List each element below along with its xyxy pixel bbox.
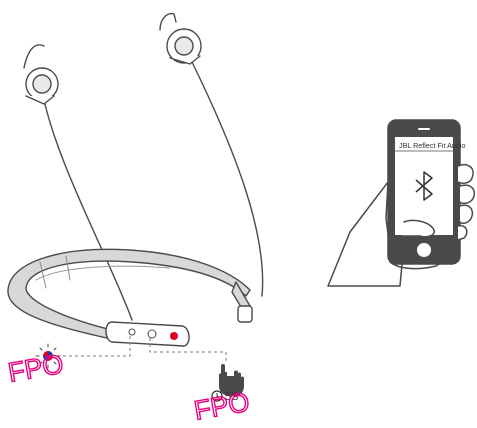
hand-finger-4 (457, 224, 468, 241)
bluetooth-icon (415, 171, 433, 201)
power-button (147, 329, 157, 339)
phone-speaker (418, 128, 430, 130)
leader-led (60, 336, 131, 357)
phone-screen-title: JBL Reflect Fit Audio (399, 141, 465, 150)
hold-timer: 5S (211, 390, 238, 403)
left-cable (43, 99, 133, 321)
hand-press-icon (219, 364, 244, 396)
neckband-inner-highlight (35, 265, 171, 281)
leader-button (149, 338, 227, 364)
band-right-cap (237, 305, 253, 323)
left-earbud (23, 44, 59, 105)
leader-lines (60, 336, 227, 364)
hold-duration: 5S (225, 391, 238, 403)
clock-icon (211, 390, 223, 402)
fpo-placeholder-left: FPO (6, 349, 66, 388)
fpo-placeholder-right: FPO (192, 387, 252, 426)
led-indicator (128, 328, 136, 336)
right-cable (191, 61, 264, 297)
phone-home-button (417, 243, 431, 257)
flashing-led-icon (35, 343, 61, 369)
right-earbud (159, 12, 202, 65)
heart-button-icon (170, 332, 178, 340)
control-buttons (128, 328, 178, 340)
hand-finger-1 (457, 164, 474, 184)
hand-palm (327, 181, 403, 287)
hand-finger-3 (459, 204, 474, 225)
hand-finger-2 (459, 184, 476, 205)
hand-thumb (401, 219, 435, 238)
neckband-headphones (7, 12, 264, 347)
